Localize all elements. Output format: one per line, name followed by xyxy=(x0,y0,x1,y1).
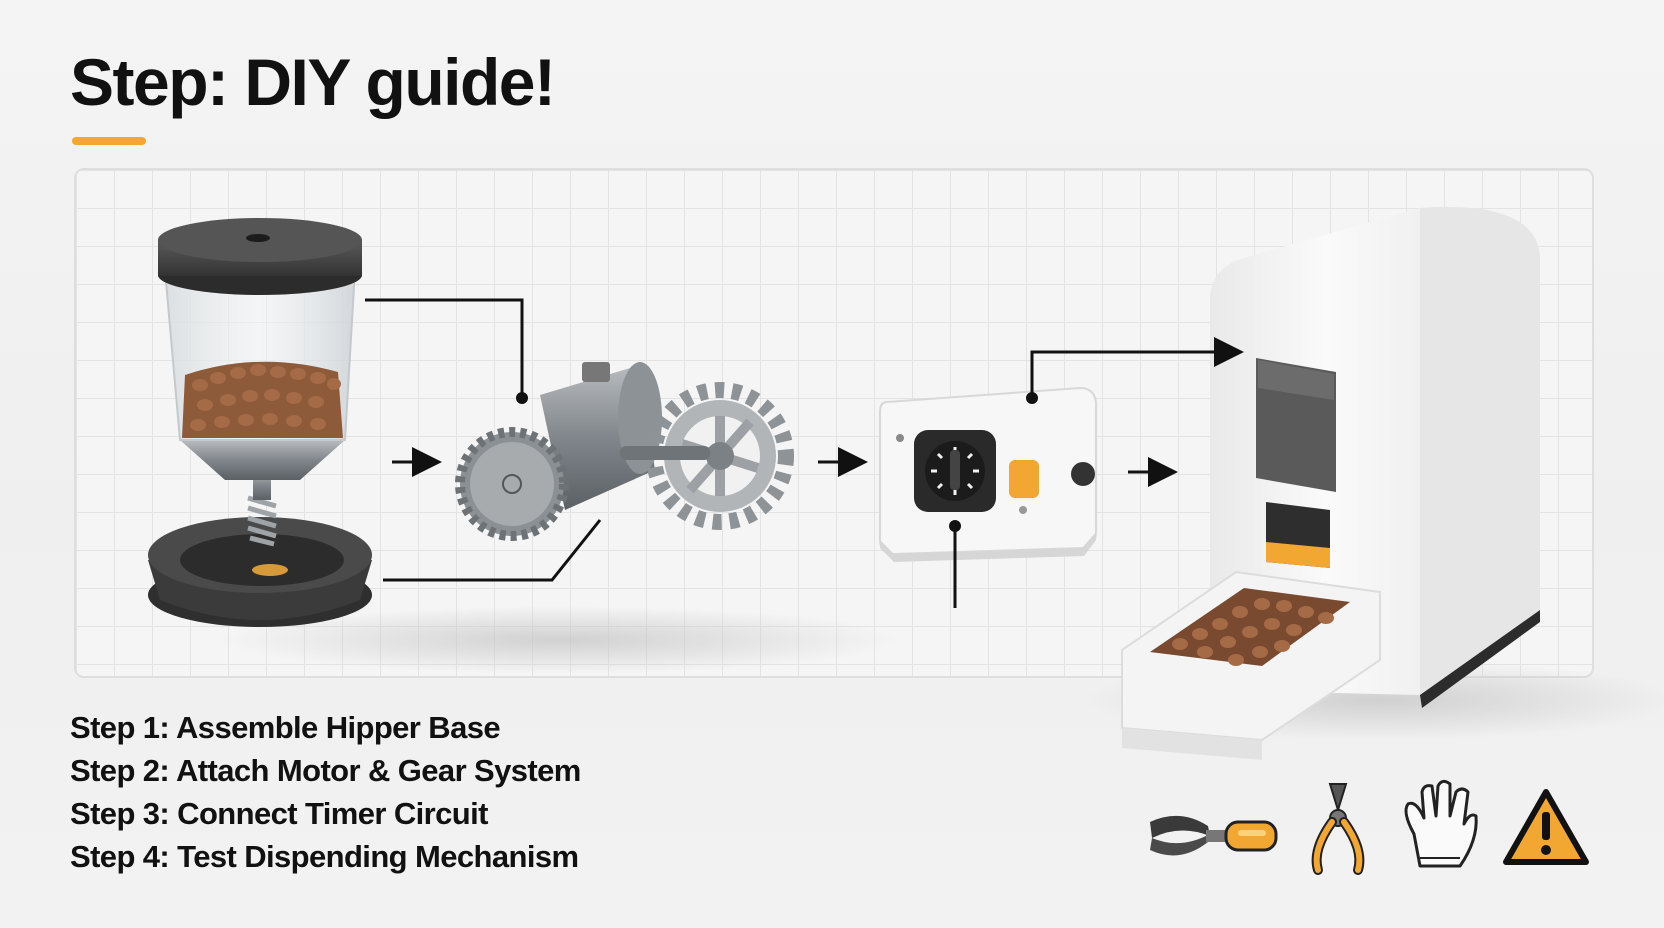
motor-gear-assembly xyxy=(455,362,794,541)
step-2: Step 2: Attach Motor & Gear System xyxy=(70,753,581,788)
connector-dots xyxy=(516,392,1038,532)
page-title: Step: DIY guide! xyxy=(70,45,556,119)
title-accent-bar xyxy=(72,137,146,145)
hopper-with-bowl xyxy=(148,218,372,627)
pet-feeder-unit xyxy=(1121,207,1540,760)
glove-icon xyxy=(1404,779,1478,868)
connector-lines xyxy=(365,298,1244,608)
step-1: Step 1: Assemble Hipper Base xyxy=(70,710,501,745)
step-list: Step 1: Assemble Hipper Base Step 2: Att… xyxy=(70,706,581,878)
flow-arrows xyxy=(392,447,1178,487)
warning-icon xyxy=(1503,789,1589,865)
pliers-icon xyxy=(1311,783,1365,875)
step-4: Step 4: Test Dispending Mechanism xyxy=(70,839,579,874)
screwdriver-icon xyxy=(1150,815,1278,856)
timer-module xyxy=(879,386,1097,562)
step-3: Step 3: Connect Timer Circuit xyxy=(70,796,488,831)
